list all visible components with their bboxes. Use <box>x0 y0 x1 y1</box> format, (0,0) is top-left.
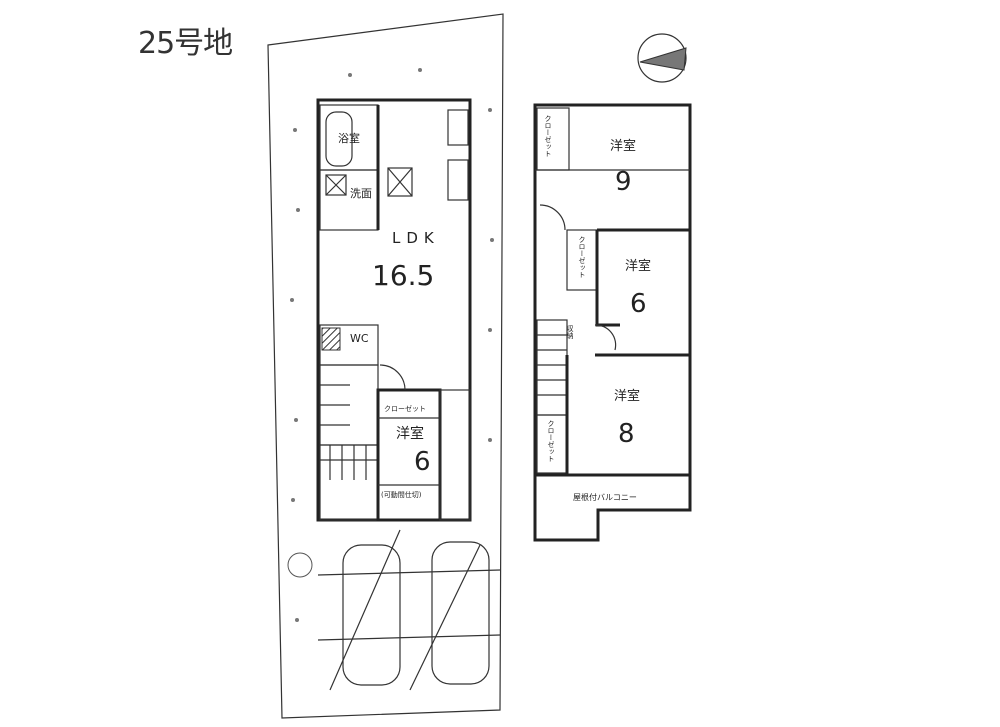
site-boundary <box>267 13 504 719</box>
room-8-size: 8 <box>618 419 635 449</box>
floor1 <box>316 98 472 522</box>
car-left <box>342 544 401 686</box>
washroom-label: 洗面 <box>350 187 372 200</box>
closet-label-2f-1: クローゼット <box>544 115 552 157</box>
closet-label-2f-3: クローゼット <box>547 420 555 462</box>
closet-label-2f-2: クローゼット <box>578 236 586 278</box>
room-8-label: 洋室 <box>614 388 640 404</box>
room-6-label: 洋室 <box>625 258 651 274</box>
bath-label: 浴室 <box>338 131 360 145</box>
ldk-size: 16.5 <box>372 259 434 292</box>
wc-label: WC <box>350 332 369 345</box>
balcony-label: 屋根付バルコニー <box>573 492 637 502</box>
room-size: 6 <box>414 447 431 477</box>
room-9-size: 9 <box>615 167 632 197</box>
room-9-label: 洋室 <box>610 138 636 154</box>
ldk-label: LDK <box>392 229 440 247</box>
room-6-size: 6 <box>630 289 647 319</box>
floor2 <box>533 103 692 542</box>
closet-label: クローゼット <box>384 404 426 413</box>
storage-label: 収納 <box>566 325 574 340</box>
garden-plants <box>287 68 494 622</box>
lot-title: 25号地 <box>138 26 233 61</box>
compass-icon <box>637 33 687 83</box>
car-right <box>431 541 490 685</box>
room-label: 洋室 <box>396 425 424 442</box>
partition-note: (可動間仕切) <box>381 490 422 499</box>
parking <box>317 529 501 691</box>
